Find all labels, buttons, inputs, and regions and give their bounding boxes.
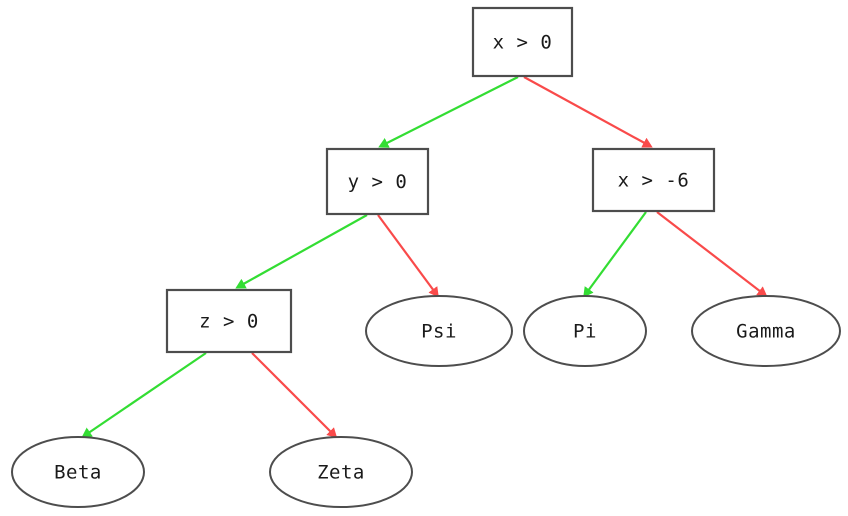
edge-root-true [378,76,519,148]
node-shape-ellipse [523,295,647,367]
node-label: x > -6 [618,170,690,192]
node-label: Pi [573,321,597,343]
node-label: Psi [421,321,457,343]
edge-zgt0-false [251,352,338,439]
node-shape-ellipse [365,295,513,367]
node-label: z > 0 [199,311,259,333]
edge-root-false [523,76,653,148]
node-label: x > 0 [493,32,553,54]
edge-ygt0-true [235,214,368,289]
decision-node-ygt0[interactable]: y > 0 [325,147,430,216]
leaf-node-pi[interactable]: Pi [523,295,647,367]
node-shape-rectangle [165,288,293,354]
decision-node-zgt0[interactable]: z > 0 [165,288,293,354]
edge-xgtm6-true [583,211,647,298]
decision-node-root[interactable]: x > 0 [471,6,574,78]
leaf-node-zeta[interactable]: Zeta [269,436,413,508]
leaf-node-beta[interactable]: Beta [11,436,145,508]
node-shape-ellipse [11,436,145,508]
leaf-node-psi[interactable]: Psi [365,295,513,367]
edge-zgt0-true [81,352,207,438]
decision-node-xgtm6[interactable]: x > -6 [591,147,716,213]
node-shape-rectangle [325,147,430,216]
edge-ygt0-false [377,214,439,298]
leaf-node-gamma[interactable]: Gamma [691,295,841,367]
node-shape-rectangle [471,6,574,78]
node-shape-ellipse [691,295,841,367]
node-shape-rectangle [591,147,716,213]
node-label: y > 0 [348,171,408,193]
edge-xgtm6-false [656,211,768,297]
node-shape-ellipse [269,436,413,508]
node-label: Beta [54,462,102,484]
node-label: Zeta [317,462,365,484]
edges-layer [81,76,768,439]
node-label: Gamma [736,321,796,343]
